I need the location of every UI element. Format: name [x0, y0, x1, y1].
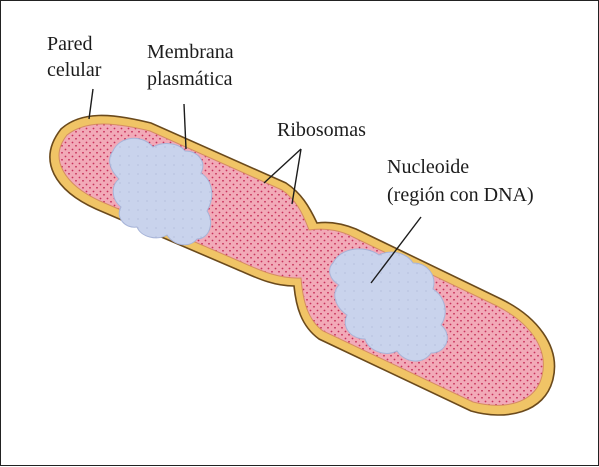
label-ribosomes: Ribosomas	[277, 119, 366, 142]
label-cell-wall-line2: celular	[47, 59, 101, 82]
label-nucleoid-line1: Nucleoide	[387, 156, 469, 179]
label-cell-wall-line1: Pared	[47, 33, 93, 56]
label-membrane-line2: plasmática	[147, 68, 233, 91]
leader-cell-wall	[89, 89, 93, 119]
leader-ribosomes-a	[264, 149, 301, 183]
label-membrane-line1: Membrana	[147, 41, 234, 64]
label-nucleoid-line2: (región con DNA)	[387, 184, 534, 207]
nucleoid-left	[110, 138, 212, 245]
